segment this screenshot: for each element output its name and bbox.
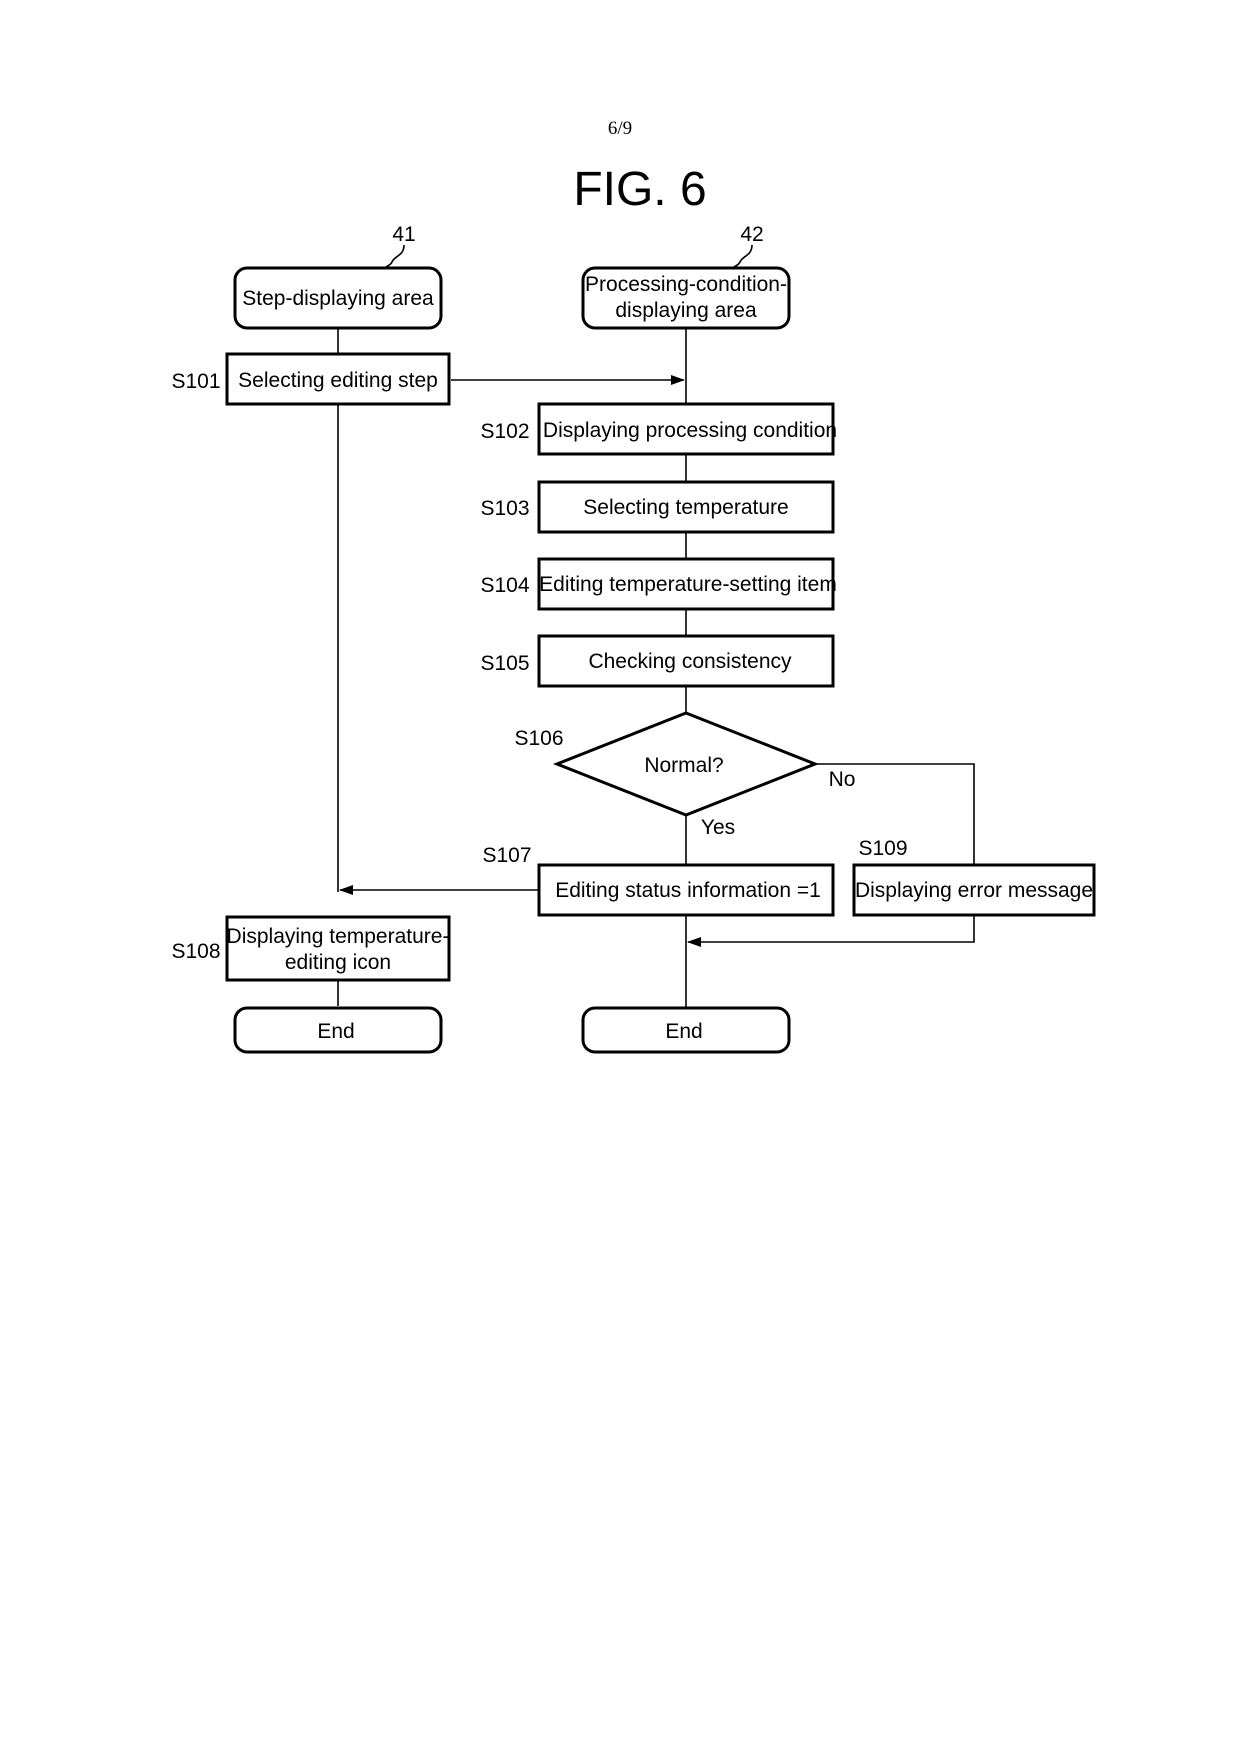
process-label-s109: Displaying error message (855, 879, 1093, 902)
process-label-s103: Selecting temperature (583, 496, 788, 519)
step-id-s104: S104 (480, 574, 529, 597)
page-number: 6/9 (607, 118, 633, 139)
lane-header-label-line2: displaying area (615, 299, 757, 322)
process-box-s103 (537, 480, 835, 534)
terminal-end-left-label: End (317, 1020, 354, 1043)
terminal-end-right-label: End (665, 1020, 702, 1043)
lane-header-label-line1: Processing-condition- (585, 273, 787, 296)
leader-line-42 (732, 244, 753, 269)
step-id-s106: S106 (514, 727, 563, 750)
step-id-s108: S108 (171, 940, 220, 963)
process-box-s108 (225, 915, 451, 982)
lane-ref-42: 42 (740, 223, 763, 246)
connector-s106-no-s109 (815, 763, 975, 865)
process-label-s108-line2: editing icon (285, 951, 391, 974)
process-box-s105 (537, 634, 835, 688)
decision-label-s106: Normal? (644, 754, 723, 777)
process-label-s101: Selecting editing step (238, 369, 438, 392)
process-box-s107 (537, 863, 835, 917)
step-id-s109: S109 (858, 837, 907, 860)
lane-ref-41: 41 (392, 223, 415, 246)
step-id-s105: S105 (480, 652, 529, 675)
step-id-s107: S107 (482, 844, 531, 867)
step-id-s103: S103 (480, 497, 529, 520)
figure-title: FIG. 6 (573, 163, 707, 216)
process-label-s107: Editing status information =1 (555, 879, 821, 902)
process-label-s104: Editing temperature-setting item (539, 573, 837, 596)
process-box-s102 (537, 402, 835, 456)
process-box-s104 (537, 557, 835, 611)
process-box-s109 (852, 863, 1096, 917)
arrow-s109-return (687, 916, 975, 947)
lane-header-processing-condition-displaying-area (581, 266, 791, 330)
step-id-s101: S101 (171, 370, 220, 393)
step-id-s102: S102 (480, 420, 529, 443)
lane-header-step-displaying-area (233, 266, 443, 330)
process-label-s108-line1: Displaying temperature- (227, 925, 450, 948)
decision-branch-yes: Yes (701, 816, 735, 839)
process-box-s101 (225, 352, 451, 406)
process-label-s105: Checking consistency (588, 650, 792, 673)
decision-diamond-s106 (552, 711, 820, 817)
process-label-s102: Displaying processing condition (543, 419, 837, 442)
terminal-end-left (233, 1006, 443, 1054)
leader-line-41 (384, 244, 405, 269)
lane-header-label: Step-displaying area (242, 287, 434, 310)
decision-branch-no: No (829, 768, 856, 791)
terminal-end-right (581, 1006, 791, 1054)
